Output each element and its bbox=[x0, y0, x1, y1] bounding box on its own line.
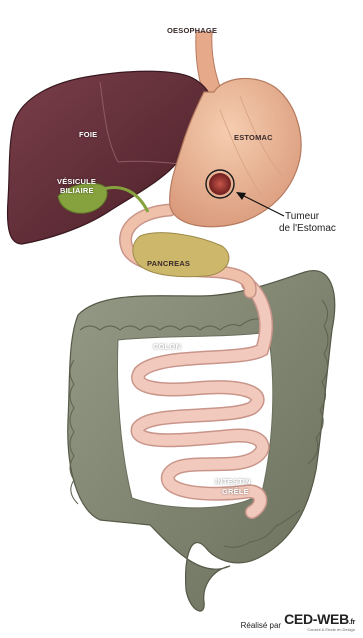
pancreas-shape bbox=[133, 233, 229, 277]
label-intestin-line2: GRÊLE bbox=[222, 487, 249, 496]
label-intestin-line1: INTESTIN bbox=[215, 477, 251, 486]
callout-line1: Tumeur bbox=[285, 211, 336, 223]
tumor-marker bbox=[206, 170, 234, 198]
tumor-callout-text: Tumeur de l'Estomac bbox=[285, 211, 336, 235]
credit-tagline: Conseil & Etude en Design bbox=[307, 627, 355, 632]
credit-prefix: Réalisé par bbox=[241, 621, 281, 630]
label-oesophage: OESOPHAGE bbox=[167, 26, 217, 35]
label-vesicule-line1: VÉSICULE bbox=[57, 177, 96, 186]
credit-brand-suffix: .fr bbox=[349, 619, 355, 626]
label-foie: FOIE bbox=[79, 130, 97, 139]
callout-line2: de l'Estomac bbox=[279, 223, 336, 235]
label-vesicule-line2: BILIAIRE bbox=[60, 186, 94, 195]
label-colon: COLON bbox=[153, 342, 181, 351]
credit: Réalisé par CED-WEB.fr Conseil & Etude e… bbox=[241, 612, 355, 630]
label-pancreas: PANCREAS bbox=[147, 259, 190, 268]
credit-brand: CED-WEB bbox=[284, 611, 349, 627]
label-estomac: ESTOMAC bbox=[234, 133, 273, 142]
